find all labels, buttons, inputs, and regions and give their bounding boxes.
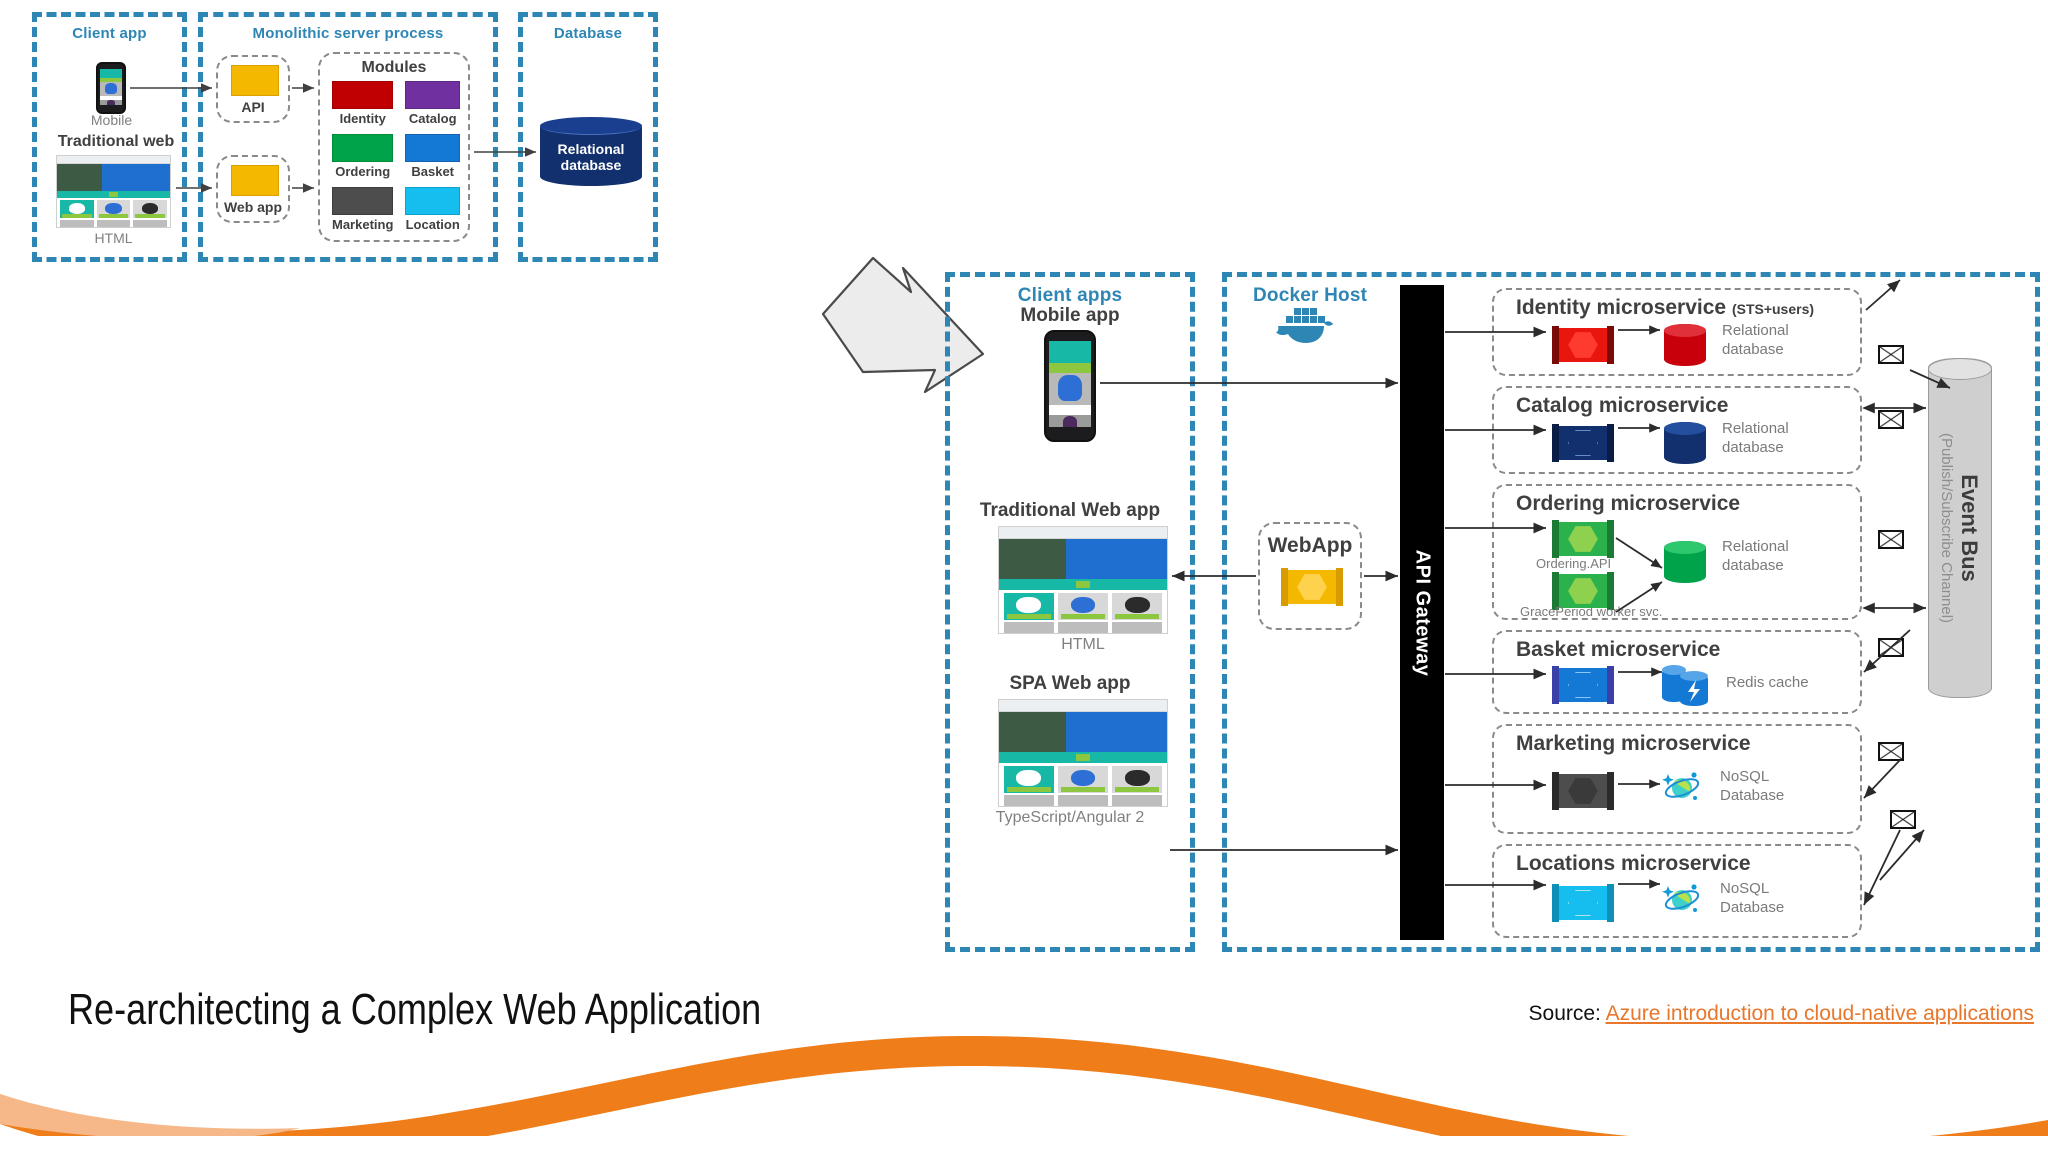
monolith-mobile-label: Mobile: [90, 112, 133, 128]
envelope-icon: [1878, 638, 1904, 657]
monolith-webapp-label: Web app: [223, 199, 283, 215]
source-prefix: Source:: [1528, 1002, 1601, 1025]
ms-ordering-graceperiod-icon: [1552, 572, 1614, 610]
ms-spa-web-tech: TypeScript/Angular 2: [995, 809, 1145, 826]
ms-mobile-screen: [1049, 341, 1091, 427]
ms-ordering-store-label: Relational database: [1722, 538, 1789, 574]
page-title: Re-architecting a Complex Web Applicatio…: [68, 985, 762, 1034]
ms-box-catalog: Catalog microservice Relational database: [1492, 386, 1862, 474]
api-gateway[interactable]: API Gateway: [1400, 285, 1444, 940]
transition-arrow: [821, 256, 985, 394]
monolith-client-zone-title: Client app: [72, 25, 147, 42]
ms-client-zone: Client apps: [945, 272, 1195, 952]
monolith-client-zone: Client app: [32, 12, 187, 262]
ms-marketing-title: Marketing microservice: [1516, 732, 1751, 755]
ms-spa-web-title: SPA Web app: [1009, 673, 1131, 694]
ms-spa-web-screenshot: K: [998, 699, 1168, 807]
monolith-traditional-webapp-tech: HTML: [94, 230, 133, 246]
monolith-module: Catalog: [405, 81, 460, 126]
event-bus-cylinder: Event Bus (Publish/Subscribe Channel): [1928, 358, 1992, 698]
monolith-db-line2: database: [560, 157, 622, 174]
ms-ordering-subservice-2: GracePeriod worker svc.: [1520, 604, 1663, 619]
event-bus-label: Event Bus (Publish/Subscribe Channel): [1938, 432, 1982, 624]
ms-webapp-box: WebApp: [1258, 522, 1362, 630]
ms-webapp-service-icon: [1281, 568, 1343, 606]
monolith-module: Marketing: [332, 187, 394, 232]
ms-mobile-app-title: Mobile app: [1020, 305, 1120, 326]
event-bus-cap: [1928, 358, 1992, 380]
ms-box-marketing: Marketing microservice NoSQL Database: [1492, 724, 1862, 834]
ms-mobile-device: [1044, 330, 1096, 442]
monolith-mobile-device: [96, 62, 126, 114]
monolith-traditional-webapp-screenshot: K: [56, 155, 171, 228]
ms-identity-store-label: Relational database: [1722, 322, 1789, 358]
ms-box-locations: Locations microservice NoSQL Database: [1492, 844, 1862, 938]
monolith-db-line1: Relational: [557, 141, 625, 158]
ms-catalog-store-label: Relational database: [1722, 420, 1789, 456]
ms-ordering-title: Ordering microservice: [1516, 492, 1741, 515]
ms-catalog-database-icon: [1664, 422, 1706, 464]
monolith-server-zone-title: Monolithic server process: [252, 25, 444, 42]
monolith-relational-database: Relational database: [540, 117, 642, 186]
ms-identity-title: Identity microservice (STS+users): [1516, 296, 1815, 319]
ms-ordering-api-icon: [1552, 520, 1614, 558]
ms-marketing-store-label: NoSQL Database: [1720, 768, 1785, 804]
source-link[interactable]: Azure introduction to cloud-native appli…: [1605, 1002, 2034, 1025]
ms-identity-database-icon: [1664, 324, 1706, 366]
ms-box-basket: Basket microservice Redis cache: [1492, 630, 1862, 714]
ms-locations-title: Locations microservice: [1516, 852, 1751, 875]
source-line: Source: Azure introduction to cloud-nati…: [1529, 1002, 2034, 1026]
monolith-api-rect: [231, 65, 279, 96]
ms-locations-store-label: NoSQL Database: [1720, 880, 1785, 916]
envelope-icon: [1878, 345, 1904, 364]
monolith-api-label: API: [241, 99, 265, 115]
monolith-module: Identity: [332, 81, 394, 126]
ms-ordering-subservice-1: Ordering.API: [1536, 556, 1612, 571]
monolith-database-zone-title: Database: [553, 25, 623, 42]
ms-locations-cosmosdb-icon: [1662, 884, 1700, 912]
monolith-modules-title: Modules: [361, 59, 427, 76]
docker-whale-icon: [1276, 308, 1333, 343]
monolith-mobile-screen: [100, 69, 122, 105]
monolith-module: Ordering: [332, 134, 394, 179]
ms-catalog-service-icon: [1552, 424, 1614, 462]
ms-ordering-database-icon: [1664, 541, 1706, 583]
envelope-icon: [1878, 742, 1904, 761]
ms-marketing-service-icon: [1552, 772, 1614, 810]
ms-basket-store-label: Redis cache: [1726, 674, 1809, 691]
footer-wave-decoration: [0, 1035, 2048, 1152]
monolith-module: Location: [405, 187, 460, 232]
ms-box-ordering: Ordering microservice Ordering.API Grace…: [1492, 484, 1862, 620]
monolith-module: Basket: [405, 134, 460, 179]
monolith-server-zone: Monolithic server process: [198, 12, 498, 262]
ms-marketing-cosmosdb-icon: [1662, 772, 1700, 800]
ms-docker-zone: Docker Host: [1222, 272, 2040, 952]
ms-identity-service-icon: [1552, 326, 1614, 364]
envelope-icon: [1890, 810, 1916, 829]
ms-traditional-web-screenshot: K: [998, 526, 1168, 634]
monolith-database-zone: Database: [518, 12, 658, 262]
ms-traditional-web-tech: HTML: [1061, 636, 1105, 653]
monolith-modules-box: Modules Identity Catalog Ordering Basket…: [318, 52, 470, 242]
ms-basket-redis-icon: [1662, 665, 1708, 706]
monolith-webapp-box: Web app: [216, 155, 290, 223]
api-gateway-label: API Gateway: [1411, 549, 1434, 676]
ms-box-identity: Identity microservice (STS+users) Relati…: [1492, 288, 1862, 376]
envelope-icon: [1878, 410, 1904, 429]
ms-webapp-label: WebApp: [1267, 534, 1353, 557]
ms-locations-service-icon: [1552, 884, 1614, 922]
monolith-webapp-rect: [231, 165, 279, 196]
envelope-icon: [1878, 530, 1904, 549]
monolith-api-box: API: [216, 55, 290, 123]
ms-basket-title: Basket microservice: [1516, 638, 1721, 661]
ms-docker-zone-title: Docker Host: [1253, 285, 1368, 306]
ms-catalog-title: Catalog microservice: [1516, 394, 1729, 417]
ms-client-zone-title: Client apps: [1017, 285, 1123, 306]
ms-traditional-web-title: Traditional Web app: [979, 500, 1161, 521]
ms-basket-service-icon: [1552, 666, 1614, 704]
